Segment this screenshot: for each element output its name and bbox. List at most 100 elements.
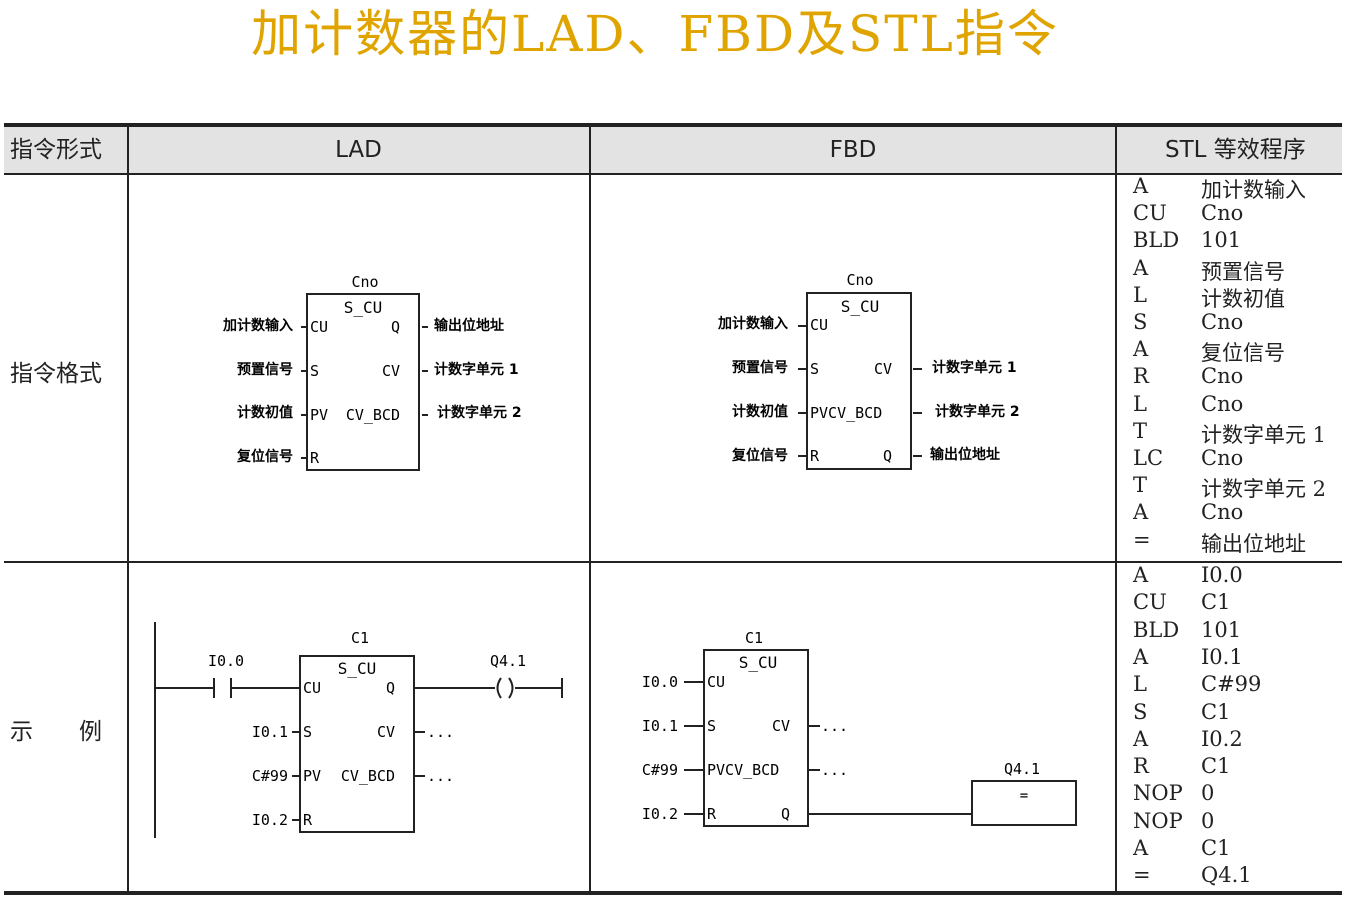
pin-cv: CV — [382, 362, 400, 380]
stl-operator: NOP — [1133, 808, 1183, 833]
pin-pv-cv-bcd: PVCV_BCD — [810, 404, 882, 422]
stl-operator: L — [1133, 672, 1147, 697]
stl-operand: 0 — [1201, 781, 1215, 806]
stl-operand: Cno — [1201, 310, 1244, 334]
stl-operator: L — [1133, 282, 1147, 307]
label-count-input: 加计数输入 — [717, 315, 788, 332]
stl-operand: Cno — [1201, 391, 1244, 416]
stl-operand: Cno — [1201, 446, 1244, 470]
output-cv-dots: ... — [427, 723, 454, 741]
col-divider-2 — [589, 126, 591, 893]
pin-q: Q — [391, 318, 400, 336]
counter-block — [806, 292, 912, 470]
pin-s: S — [810, 360, 819, 378]
counter-block — [306, 293, 420, 471]
stl-operand: 0 — [1201, 808, 1215, 833]
label-preset-signal: 预置信号 — [237, 361, 293, 378]
stl-operand: C#99 — [1201, 672, 1262, 697]
pin-cv-bcd: CV_BCD — [341, 767, 395, 785]
header-instruction-form: 指令形式 — [10, 137, 102, 163]
stl-operator: A — [1133, 174, 1149, 198]
stl-operator: BLD — [1133, 228, 1180, 253]
stl-operator: A — [1133, 644, 1149, 669]
input-pv-value: C#99 — [252, 767, 288, 785]
fbd-example-diagram: C1 S_CU I0.0 I0.1 C#99 I0.2 CU S PVCV_BC… — [642, 629, 1077, 827]
label-reset-signal: 复位信号 — [731, 447, 788, 464]
lad-example-diagram: I0.0 C1 S_CU CU S PV R I0.1 C#99 I0.2 Q … — [154, 622, 563, 838]
block-name: Cno — [846, 271, 873, 289]
stl-operand: 预置信号 — [1201, 259, 1285, 284]
stl-operand: Q4.1 — [1201, 863, 1252, 888]
stl-operand: 101 — [1201, 228, 1242, 253]
input-s-value: I0.1 — [252, 723, 288, 741]
coil-right-arc — [508, 677, 514, 699]
block-type: S_CU — [344, 298, 383, 317]
pin-s: S — [303, 723, 312, 741]
stl-operand: 输出位地址 — [1201, 531, 1306, 556]
header-stl: STL 等效程序 — [1165, 137, 1306, 163]
pin-r: R — [810, 447, 820, 465]
pin-pv: PV — [310, 406, 328, 424]
label-output-address: 输出位地址 — [434, 317, 504, 334]
header-row-bg — [4, 126, 1342, 174]
table-bottom-border — [4, 891, 1342, 895]
pin-q: Q — [883, 447, 892, 465]
coil-left-arc — [496, 677, 502, 699]
stl-operator: = — [1133, 863, 1151, 888]
stl-operand: C1 — [1201, 754, 1231, 779]
block-name: C1 — [745, 629, 763, 647]
stl-operator: S — [1133, 310, 1148, 334]
stl-operand: C1 — [1201, 590, 1231, 615]
page-title: 加计数器的LAD、FBD及STL指令 — [251, 5, 1059, 63]
row-label-example: 示 例 — [10, 719, 102, 745]
label-preset-signal: 预置信号 — [732, 359, 788, 376]
lad-format-diagram: Cno S_CU CU S PV R 加计数输入 预置信号 计数初值 复位信号 … — [222, 273, 522, 471]
block-name: Cno — [351, 273, 378, 291]
assign-operator: = — [1020, 788, 1028, 804]
input-s-value: I0.1 — [642, 717, 678, 735]
stl-operand: 复位信号 — [1201, 341, 1285, 366]
input-r-value: I0.2 — [252, 811, 288, 829]
stl-operator: LC — [1133, 446, 1164, 470]
pin-q: Q — [386, 679, 395, 697]
stl-operand: Cno — [1201, 500, 1244, 525]
assign-address: Q4.1 — [1004, 760, 1040, 778]
label-count-input: 加计数输入 — [222, 317, 293, 334]
block-type: S_CU — [739, 653, 778, 672]
counter-block — [703, 649, 809, 827]
pin-q: Q — [781, 805, 790, 823]
stl-operand: 101 — [1201, 617, 1242, 642]
pin-r: R — [310, 449, 320, 467]
pin-cu: CU — [303, 679, 321, 697]
pin-s: S — [310, 362, 319, 380]
stl-operand: 计数字单元 1 — [1201, 422, 1327, 447]
stl-operand: Cno — [1201, 201, 1244, 226]
pin-r: R — [303, 811, 313, 829]
pin-cv: CV — [377, 723, 395, 741]
header-bottom-border — [4, 173, 1342, 175]
stl-operator: A — [1133, 726, 1149, 751]
label-reset-signal: 复位信号 — [236, 448, 293, 465]
row-label-format: 指令格式 — [10, 361, 102, 387]
contact-address: I0.0 — [208, 652, 244, 670]
output-cv-dots: ... — [821, 717, 848, 735]
output-cvbcd-dots: ... — [821, 761, 848, 779]
stl-operator: A — [1133, 500, 1149, 525]
stl-operand: I0.0 — [1201, 563, 1243, 587]
stl-operator: = — [1133, 527, 1151, 552]
pin-cv: CV — [772, 717, 790, 735]
stl-operator: L — [1133, 391, 1147, 416]
col-divider-1 — [127, 126, 129, 893]
stl-operand: Cno — [1201, 364, 1244, 389]
block-type: S_CU — [338, 659, 377, 678]
col-divider-3 — [1115, 126, 1117, 893]
counter-block — [299, 655, 415, 833]
pin-cu: CU — [810, 316, 828, 334]
label-count-word-1: 计数字单元 1 — [434, 361, 519, 378]
stl-operator: T — [1133, 418, 1148, 443]
stl-operator: BLD — [1133, 617, 1180, 642]
stl-operator: R — [1133, 754, 1149, 779]
output-cvbcd-dots: ... — [427, 767, 454, 785]
pin-cv-bcd: CV_BCD — [346, 406, 400, 424]
